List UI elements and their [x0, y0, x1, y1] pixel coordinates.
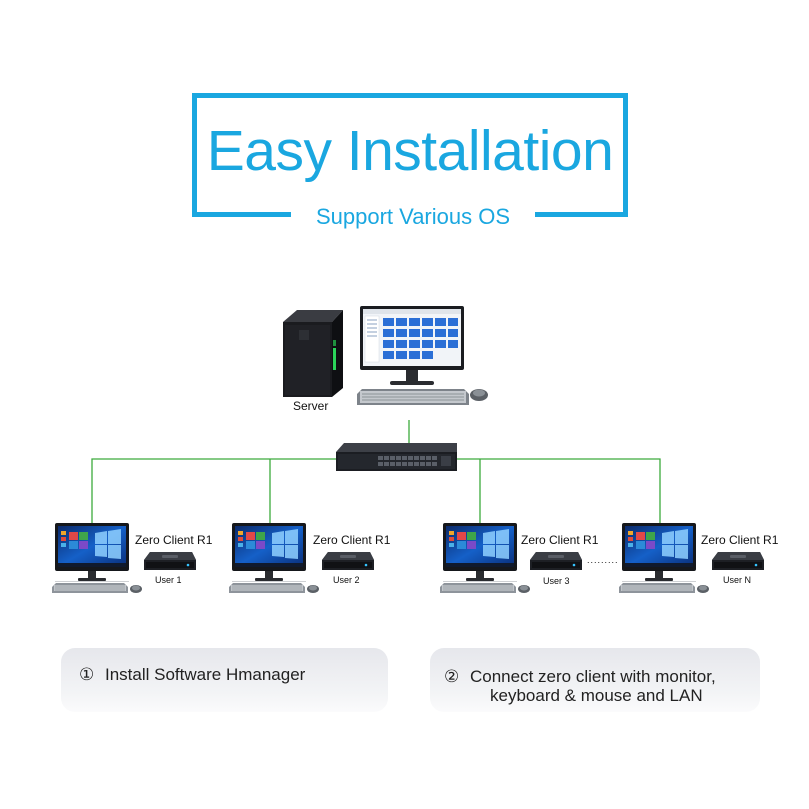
- page-subtitle: Support Various OS: [291, 202, 535, 232]
- server-mouse-icon: [470, 389, 488, 401]
- client-user-label: User 2: [333, 575, 360, 585]
- zero-client-box-icon: [144, 552, 196, 570]
- client-monitor-icon: [622, 523, 696, 582]
- step-1-panel: ① Install Software Hmanager: [61, 648, 388, 712]
- client-device-label: Zero Client R1: [313, 533, 391, 547]
- client-monitor-icon: [232, 523, 306, 582]
- zero-client-box-icon: [530, 552, 582, 570]
- zero-client-box-icon: [322, 552, 374, 570]
- step-1-number: ①: [79, 665, 95, 684]
- zero-client-box-icon: [712, 552, 764, 570]
- client-user-label: User N: [723, 575, 752, 585]
- client-device-label: Zero Client R1: [701, 533, 779, 547]
- client-user-label: User 1: [155, 575, 182, 585]
- step-1-text: Install Software Hmanager: [105, 665, 306, 684]
- server-keyboard-icon: [357, 389, 469, 405]
- client-device-label: Zero Client R1: [521, 533, 599, 547]
- client-device-label: Zero Client R1: [135, 533, 213, 547]
- step-2-number: ②: [444, 667, 460, 686]
- client-monitor-icon: [55, 523, 129, 582]
- client-monitor-icon: [443, 523, 517, 582]
- page-title: Easy Installation: [206, 119, 614, 183]
- client-keyboard-icon: [51, 582, 143, 594]
- network-links: [91, 420, 661, 523]
- client-keyboard-icon: [618, 582, 710, 594]
- step-2-text-line2: keyboard & mouse and LAN: [490, 686, 703, 705]
- server-label: Server: [293, 399, 329, 413]
- ellipsis-dots: .........: [587, 555, 619, 565]
- client-keyboard-icon: [228, 582, 320, 594]
- server-monitor-icon: [360, 306, 464, 385]
- step-2-text-line1: Connect zero client with monitor,: [470, 667, 716, 686]
- server-tower-icon: [283, 310, 343, 397]
- network-switch-icon: [336, 443, 457, 471]
- client-user-label: User 3: [543, 576, 570, 586]
- step-2-panel: ② Connect zero client with monitor, keyb…: [430, 648, 760, 712]
- client-keyboard-icon: [439, 582, 531, 594]
